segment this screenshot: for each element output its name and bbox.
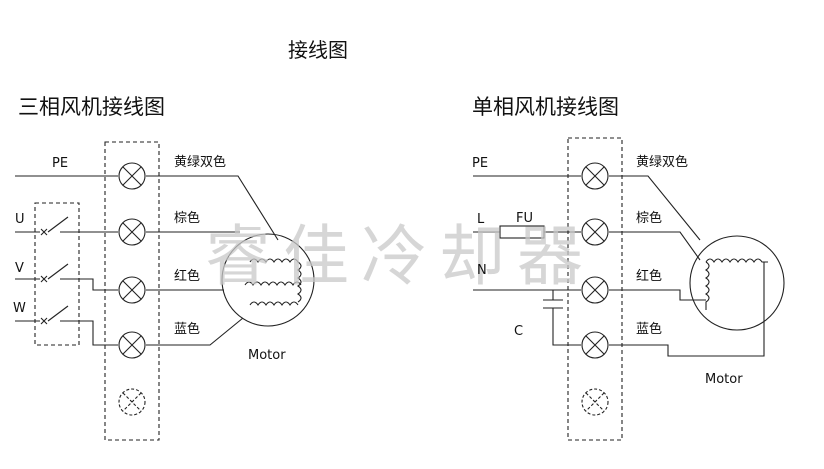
page-title: 接线图	[288, 38, 348, 62]
terminal-right-2	[581, 218, 609, 246]
terminal-block-left	[104, 141, 160, 441]
terminal-right-3	[581, 276, 609, 304]
wire-label-red-left: 红色	[174, 269, 201, 284]
terminal-left-2	[118, 218, 146, 246]
label-fu: FU	[516, 211, 533, 226]
terminal-left-4	[118, 331, 146, 359]
terminal-left-5	[118, 388, 146, 416]
wire-label-brown-right: 棕色	[636, 211, 663, 226]
three-phase-title: 三相风机接线图	[18, 95, 165, 119]
label-u: U	[15, 212, 25, 227]
terminal-right-4	[581, 331, 609, 359]
wire-label-brown-left: 棕色	[174, 211, 201, 226]
wire-label-ground-left: 黄绿双色	[174, 155, 227, 170]
single-phase-title: 单相风机接线图	[472, 95, 619, 119]
terminal-block-right	[567, 137, 623, 441]
wire-label-red-right: 红色	[636, 269, 663, 284]
wire-label-blue-left: 蓝色	[174, 322, 201, 337]
label-l: L	[477, 212, 485, 227]
terminal-left-1	[118, 162, 146, 190]
label-v: V	[15, 261, 24, 276]
label-c: C	[514, 324, 524, 339]
terminal-right-5	[581, 388, 609, 416]
motor-circle-right	[689, 235, 785, 331]
motor-label-right: Motor	[705, 372, 743, 387]
wire-label-ground-right: 黄绿双色	[636, 155, 689, 170]
label-pe-left: PE	[52, 156, 69, 171]
motor-label-left: Motor	[248, 348, 286, 363]
wire-label-blue-right: 蓝色	[636, 322, 663, 337]
motor-circle-left	[221, 233, 315, 327]
terminal-left-3	[118, 276, 146, 304]
switch-box	[34, 202, 80, 346]
watermark: 睿佳冷却器	[205, 218, 595, 295]
terminal-right-1	[581, 162, 609, 190]
label-w: W	[13, 301, 26, 316]
label-pe-right: PE	[472, 156, 489, 171]
label-n: N	[477, 263, 487, 278]
